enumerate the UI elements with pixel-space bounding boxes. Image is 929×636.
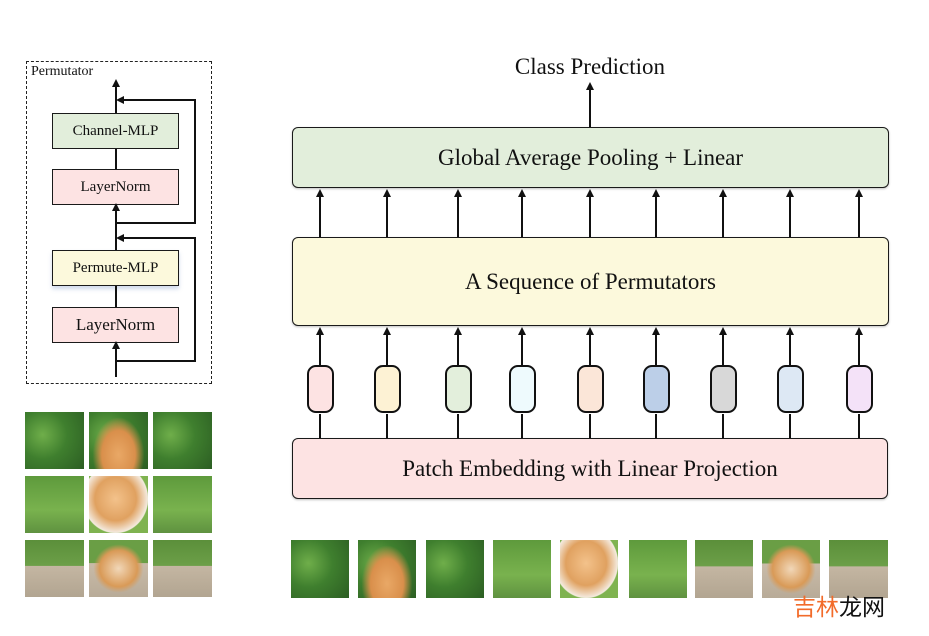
- watermark-part1: 吉林: [793, 595, 839, 621]
- permutator-sequence-box: A Sequence of Permutators: [292, 237, 889, 326]
- skip-connection-1: [116, 234, 196, 362]
- image-grid-patch: [25, 412, 84, 469]
- permute-mlp-box: Permute-MLP: [52, 250, 179, 286]
- sequence-patch: [629, 540, 687, 598]
- image-grid-patch: [25, 476, 84, 533]
- image-grid-patch: [89, 412, 148, 469]
- token: [509, 365, 536, 413]
- image-grid-patch: [153, 412, 212, 469]
- token: [577, 365, 604, 413]
- permute-mlp-label: Permute-MLP: [72, 259, 159, 276]
- layernorm-box-bottom: LayerNorm: [52, 307, 179, 343]
- global-pooling-linear-label: Global Average Pooling + Linear: [437, 144, 744, 170]
- image-grid-patch: [89, 476, 148, 533]
- watermark: 吉林龙网: [793, 588, 885, 622]
- image-grid-patch: [153, 476, 212, 533]
- token: [710, 365, 737, 413]
- permutator-title: Permutator: [31, 64, 94, 79]
- sequence-patch: [358, 540, 416, 598]
- global-pooling-linear-box: Global Average Pooling + Linear: [292, 127, 889, 188]
- permutator-sequence-label: A Sequence of Permutators: [464, 268, 717, 294]
- permutator-block: [26, 61, 212, 384]
- skip-connection-2: [116, 96, 196, 224]
- sequence-patch: [426, 540, 484, 598]
- channel-mlp-label: Channel-MLP: [72, 122, 159, 139]
- sequence-patch: [829, 540, 888, 598]
- sequence-patch: [695, 540, 753, 598]
- token: [643, 365, 670, 413]
- watermark-part2: 龙网: [839, 595, 885, 621]
- image-grid-patch: [89, 540, 148, 597]
- sequence-patch: [493, 540, 551, 598]
- patch-embedding-label: Patch Embedding with Linear Projection: [402, 455, 778, 481]
- class-prediction-label: Class Prediction: [514, 54, 666, 79]
- token: [445, 365, 472, 413]
- token: [374, 365, 401, 413]
- sequence-patch: [762, 540, 820, 598]
- layernorm-label-bottom: LayerNorm: [75, 315, 156, 334]
- main-pipeline-arrows: [316, 189, 863, 438]
- sequence-patch: [560, 540, 618, 598]
- patch-embedding-box: Patch Embedding with Linear Projection: [292, 438, 888, 499]
- token: [777, 365, 804, 413]
- token: [307, 365, 334, 413]
- layernorm-label-top: LayerNorm: [80, 178, 151, 195]
- token: [846, 365, 873, 413]
- permutator-flow-lines: [112, 79, 196, 377]
- image-grid-patch: [25, 540, 84, 597]
- sequence-patch: [291, 540, 349, 598]
- image-grid-patch: [153, 540, 212, 597]
- channel-mlp-box: Channel-MLP: [52, 113, 179, 149]
